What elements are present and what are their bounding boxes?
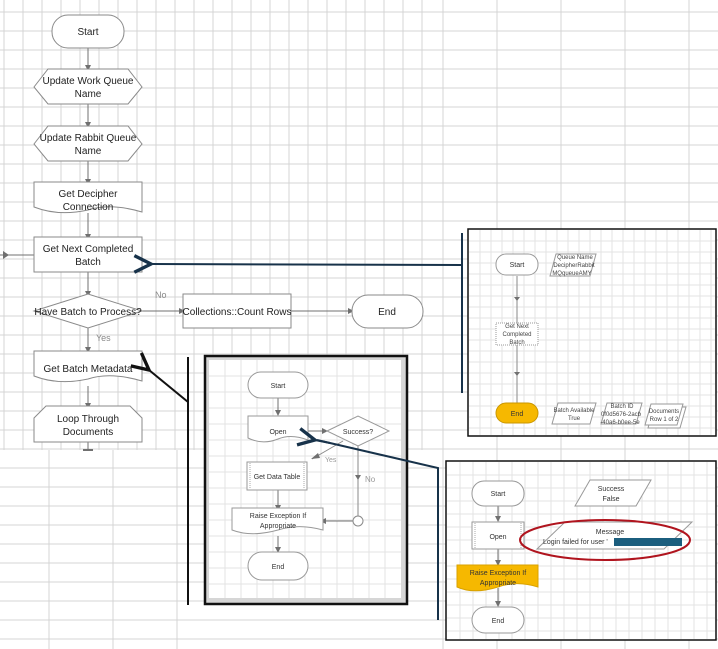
get-batch-metadata-node[interactable]: Get Batch Metadata	[33, 350, 143, 383]
inset-error-start-label: Start	[491, 491, 506, 498]
batch-id-title: Batch ID	[610, 404, 634, 410]
inset-metadata-raise-line1: Raise Exception If	[250, 513, 306, 520]
message-data-value: Login failed for user '	[543, 539, 608, 546]
have-batch-decision-node[interactable]: Have Batch to Process?	[32, 293, 144, 329]
yes-branch-label: Yes	[96, 333, 111, 343]
inset-metadata-frame	[203, 354, 409, 606]
batch-id-data-item[interactable]: Batch ID 0f0d5676-2acb -40a6-b0ee-5e	[600, 402, 643, 426]
inset-metadata-raise-line2: Appropriate	[260, 523, 296, 530]
inset-error-end-node[interactable]: End	[471, 606, 525, 634]
loop-through-documents-node[interactable]: Loop Through Documents	[33, 405, 143, 443]
inset-get-data-table-label: Get Data Table	[254, 474, 301, 481]
inset-error-raise-exception-node[interactable]: Raise Exception If Appropriate	[456, 564, 539, 592]
main-start-node[interactable]: Start	[51, 14, 125, 49]
redacted-username	[614, 538, 682, 546]
update-rabbit-queue-label-line2: Name	[75, 146, 102, 157]
update-work-queue-label-line2: Name	[75, 89, 102, 100]
batch-available-title: Batch Available	[554, 408, 596, 414]
main-start-label: Start	[77, 27, 98, 38]
inset-get-data-table-node[interactable]: Get Data Table	[246, 461, 308, 491]
get-decipher-connection-node[interactable]: Get Decipher Connection	[33, 181, 143, 214]
collections-count-rows-node[interactable]: Collections::Count Rows	[182, 293, 292, 329]
inset-batch-start-label: Start	[510, 262, 525, 269]
inset-batch-get-next-line2: Completed	[502, 332, 531, 338]
inset-metadata-end-node[interactable]: End	[247, 551, 309, 581]
callout-arrow-batch	[151, 233, 463, 393]
get-decipher-label-line2: Connection	[63, 202, 114, 213]
inset-error-session: Start Success False Open Message Login f…	[445, 460, 717, 641]
queue-name-data-item[interactable]: Queue Name DecipherRabbit MQqueueAMY	[549, 253, 597, 277]
inset-success-decision-node[interactable]: Success?	[325, 415, 391, 447]
batch-id-value1: 0f0d5676-2acb	[601, 412, 642, 418]
inset-metadata-end-label: End	[272, 564, 285, 571]
inset-batch-get-next-line3: Batch	[509, 340, 524, 346]
batch-id-value2: -40a6-b0ee-5e	[600, 420, 640, 426]
queue-name-value2: MQqueueAMY	[552, 271, 591, 277]
inset-batch-get-next-node[interactable]: Get Next Completed Batch	[495, 322, 539, 346]
message-data-title: Message	[596, 529, 625, 536]
inset-metadata-session: Start Open Success? Yes No Get Data Tabl…	[203, 354, 409, 606]
inset-metadata-open-label: Open	[269, 429, 286, 436]
inset-batch-get-next-line1: Get Next	[505, 324, 529, 330]
update-work-queue-label-line1: Update Work Queue	[43, 76, 134, 87]
inset-batch-end-label: End	[511, 411, 524, 418]
inset-error-open-label: Open	[489, 534, 506, 541]
inset-batch-end-node[interactable]: End	[495, 402, 539, 424]
inset-error-open-node[interactable]: Open	[471, 521, 525, 550]
inset-batch-session: Start Queue Name DecipherRabbit MQqueueA…	[467, 228, 717, 437]
inset-success-label: Success?	[343, 429, 373, 436]
update-rabbit-queue-name-node[interactable]: Update Rabbit Queue Name	[33, 125, 143, 162]
update-rabbit-queue-label-line1: Update Rabbit Queue	[40, 133, 137, 144]
documents-collection-item[interactable]: Documents Row 1 of 2	[644, 403, 687, 429]
update-work-queue-name-node[interactable]: Update Work Queue Name	[33, 68, 143, 105]
queue-name-value1: DecipherRabbit	[553, 263, 595, 269]
loop-label-line1: Loop Through	[57, 414, 119, 425]
no-branch-label: No	[155, 290, 167, 300]
annotation-circle	[519, 519, 691, 561]
inset-no-label: No	[365, 475, 376, 484]
inset-metadata-grid	[209, 360, 401, 598]
batch-available-value: True	[568, 416, 581, 422]
documents-title: Documents	[649, 409, 679, 415]
get-decipher-label-line1: Get Decipher	[59, 189, 119, 200]
get-next-completed-batch-node[interactable]: Get Next Completed Batch	[33, 236, 143, 273]
main-flow: Start Update Work Queue Name Update Rabb…	[0, 14, 424, 451]
callout-arrow-metadata	[149, 357, 189, 605]
success-data-title: Success	[598, 486, 625, 493]
have-batch-label: Have Batch to Process?	[34, 307, 142, 318]
inset-metadata-raise-exception-node[interactable]: Raise Exception If Appropriate	[231, 507, 324, 535]
get-next-batch-label-line1: Get Next Completed	[43, 244, 134, 255]
get-batch-metadata-label: Get Batch Metadata	[44, 364, 133, 375]
inset-error-raise-line1: Raise Exception If	[470, 570, 526, 577]
batch-available-data-item[interactable]: Batch Available True	[551, 402, 597, 425]
inset-error-end-label: End	[492, 618, 505, 625]
get-next-batch-label-line2: Batch	[75, 257, 101, 268]
collections-count-rows-label: Collections::Count Rows	[183, 307, 292, 318]
loop-label-line2: Documents	[63, 427, 114, 438]
main-end-node[interactable]: End	[351, 294, 424, 329]
inset-batch-start-node[interactable]: Start	[495, 253, 539, 276]
inset-yes-label: Yes	[325, 457, 337, 464]
queue-name-title: Queue Name	[557, 255, 593, 261]
inset-error-start-node[interactable]: Start	[471, 480, 525, 507]
inset-metadata-start-label: Start	[271, 383, 286, 390]
success-data-item[interactable]: Success False	[574, 479, 652, 507]
inset-metadata-start-node[interactable]: Start	[247, 371, 309, 399]
main-end-label: End	[378, 307, 396, 318]
callout-arrow-error	[315, 440, 439, 620]
inset-error-raise-line2: Appropriate	[480, 580, 516, 587]
success-data-value: False	[602, 496, 619, 503]
documents-value: Row 1 of 2	[650, 417, 679, 423]
